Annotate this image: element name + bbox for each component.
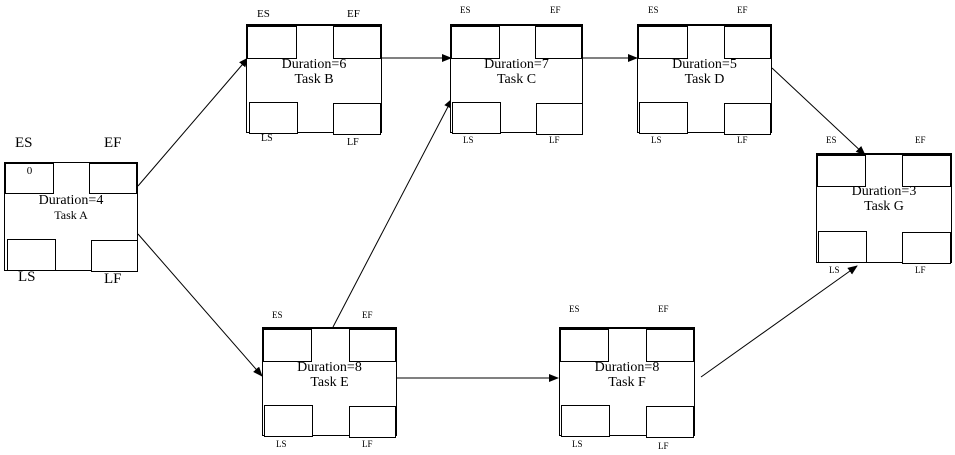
task-f-es-cell	[560, 329, 609, 362]
task-g-es-label: ES	[826, 135, 837, 145]
task-b-es-cell	[247, 26, 297, 59]
task-e-ls-cell	[264, 405, 313, 437]
task-d-ls-cell	[639, 102, 688, 134]
task-d-duration: Duration=5	[672, 57, 737, 72]
task-a-es-value: 0	[26, 165, 33, 177]
task-d-ef-label: EF	[737, 5, 748, 15]
task-f-node: Duration=8 Task F	[559, 327, 695, 438]
task-c-lf-label: LF	[549, 135, 560, 145]
task-b-ef-label: EF	[347, 8, 360, 20]
task-c-ef-cell	[535, 26, 582, 59]
task-c-name: Task C	[496, 71, 537, 87]
arrow-a-to-e	[137, 233, 263, 377]
task-c-ef-label: EF	[550, 5, 561, 15]
task-f-duration: Duration=8	[594, 360, 660, 375]
task-e-node: Duration=8 Task E	[262, 327, 397, 438]
task-d-name: Task D	[684, 71, 725, 87]
task-a-ef-label: EF	[104, 135, 122, 151]
task-e-es-cell	[263, 329, 312, 362]
task-e-name: Task E	[310, 374, 349, 390]
task-b-name: Task B	[294, 71, 334, 87]
task-g-es-cell	[817, 155, 866, 187]
task-e-lf-cell	[349, 406, 396, 438]
task-c-duration: Duration=7	[484, 57, 549, 72]
task-d-ls-label: LS	[651, 135, 662, 145]
task-d-es-cell	[638, 26, 688, 59]
task-f-ls-cell	[561, 405, 610, 437]
task-f-name: Task F	[608, 374, 646, 390]
task-c-node: Duration=7 Task C	[450, 24, 583, 135]
task-f-es-label: ES	[569, 304, 580, 314]
task-c-ls-label: LS	[463, 135, 474, 145]
task-a-duration: Duration=4	[38, 193, 104, 208]
task-f-ef-cell	[646, 329, 694, 362]
task-g-name: Task G	[864, 198, 904, 214]
task-a-name: Task A	[54, 207, 88, 222]
arrow-a-to-b	[137, 57, 249, 187]
task-d-lf-label: LF	[737, 135, 748, 145]
task-a-node: 0 Duration=4 Task A	[4, 162, 138, 272]
task-e-lf-label: LF	[362, 439, 373, 449]
task-a-ls-cell	[7, 239, 56, 271]
task-f-lf-label: LF	[658, 441, 669, 451]
task-d-es-label: ES	[648, 5, 659, 15]
arrow-d-to-g	[771, 67, 866, 156]
task-e-ef-label: EF	[362, 310, 373, 320]
task-e-ef-cell	[349, 329, 396, 362]
task-a-ef-cell	[89, 163, 137, 194]
task-g-ls-label: LS	[829, 265, 840, 275]
task-e-ls-label: LS	[276, 439, 287, 449]
task-c-es-cell	[451, 26, 500, 59]
task-b-ls-label: LS	[261, 133, 273, 144]
task-d-node: Duration=5 Task D	[637, 24, 772, 135]
task-b-duration: Duration=6	[281, 57, 347, 72]
arrow-f-to-g	[700, 265, 858, 378]
task-b-node: Duration=6 Task B	[246, 24, 382, 135]
task-b-lf-cell	[333, 103, 381, 135]
task-g-ef-label: EF	[915, 135, 926, 145]
task-d-lf-cell	[724, 103, 771, 135]
task-a-lf-cell	[91, 240, 138, 272]
task-g-node: Duration=3 Task G	[816, 153, 952, 264]
task-f-ls-label: LS	[572, 439, 583, 449]
task-c-lf-cell	[536, 103, 583, 135]
task-g-ef-cell	[902, 155, 951, 187]
task-b-ls-cell	[249, 102, 298, 134]
task-f-ef-label: EF	[658, 304, 669, 314]
task-b-ef-cell	[333, 26, 381, 59]
task-a-es-label: ES	[15, 135, 33, 151]
arrow-e-to-c	[332, 98, 453, 328]
task-e-duration: Duration=8	[297, 360, 362, 375]
task-g-duration: Duration=3	[851, 184, 917, 199]
task-e-es-label: ES	[272, 310, 283, 320]
task-g-ls-cell	[818, 231, 867, 263]
task-g-lf-label: LF	[915, 265, 926, 275]
task-d-ef-cell	[724, 26, 771, 59]
task-a-es-cell: 0	[5, 163, 54, 194]
task-f-lf-cell	[646, 406, 694, 438]
task-a-lf-label: LF	[104, 271, 122, 287]
task-b-es-label: ES	[257, 8, 270, 20]
task-g-lf-cell	[902, 232, 951, 264]
task-c-ls-cell	[452, 102, 501, 134]
task-c-es-label: ES	[460, 5, 471, 15]
task-b-lf-label: LF	[347, 137, 359, 148]
task-a-ls-label: LS	[18, 269, 36, 285]
